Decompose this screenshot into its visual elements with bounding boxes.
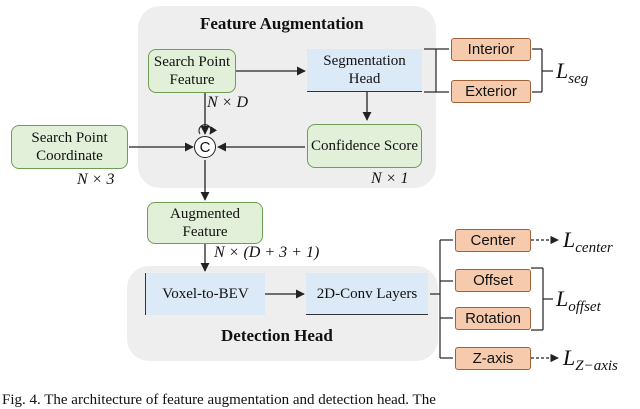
- loss-offset: Loffset: [556, 286, 601, 316]
- loss-z-symbol: L: [563, 345, 576, 370]
- exterior-box: Exterior: [451, 80, 531, 103]
- voxel-to-bev-label: Voxel-to-BEV: [162, 286, 249, 302]
- loss-center-symbol: L: [563, 227, 576, 252]
- coordinate-dim-label: N × 3: [77, 171, 115, 188]
- figure-caption: Fig. 4. The architecture of feature augm…: [2, 392, 436, 408]
- concat-node: C: [194, 136, 216, 158]
- conv-layers-label: 2D-Conv Layers: [316, 285, 418, 302]
- search-point-feature-box: Search Point Feature: [148, 49, 236, 93]
- loss-offset-symbol: L: [556, 286, 569, 311]
- interior-label: Interior: [467, 40, 515, 58]
- loss-offset-sub: offset: [568, 299, 601, 315]
- segmentation-head-label: Segmentation Head: [323, 53, 406, 87]
- loss-center: Lcenter: [563, 227, 613, 257]
- loss-z-axis: LZ−axis: [563, 345, 618, 375]
- feature-dim-label: N × D: [207, 94, 249, 111]
- augmented-feature-box: Augmented Feature: [147, 202, 263, 244]
- offset-label: Offset: [473, 271, 513, 289]
- search-point-feature-label: Search Point Feature: [153, 54, 231, 88]
- rotation-box: Rotation: [455, 307, 531, 330]
- confidence-score-box: Confidence Score: [307, 124, 422, 168]
- center-box: Center: [455, 229, 531, 252]
- voxel-to-bev-box: Voxel-to-BEV: [145, 273, 265, 315]
- score-dim-label: N × 1: [371, 170, 409, 187]
- confidence-score-label: Confidence Score: [310, 138, 419, 154]
- center-label: Center: [470, 231, 516, 249]
- search-point-coordinate-box: Search Point Coordinate: [11, 125, 128, 169]
- augmented-feature-label: Augmented Feature: [170, 206, 240, 240]
- loss-seg-symbol: L: [556, 58, 569, 83]
- exterior-label: Exterior: [465, 82, 517, 100]
- feature-augmentation-title: Feature Augmentation: [200, 14, 364, 33]
- z-axis-box: Z-axis: [455, 347, 531, 370]
- loss-seg-sub: seg: [568, 71, 589, 87]
- search-point-coordinate-label: Search Point Coordinate: [31, 130, 108, 164]
- conv-layers-box: 2D-Conv Layers: [306, 273, 428, 315]
- rotation-label: Rotation: [465, 309, 521, 327]
- z-axis-label: Z-axis: [472, 349, 514, 367]
- loss-seg: Lseg: [556, 58, 588, 88]
- interior-box: Interior: [451, 38, 531, 61]
- loss-z-sub: Z−axis: [575, 358, 618, 374]
- offset-box: Offset: [455, 269, 531, 292]
- augmented-dim-label: N × (D + 3 + 1): [214, 244, 320, 261]
- loss-center-sub: center: [575, 240, 613, 256]
- detection-head-title: Detection Head: [221, 326, 333, 345]
- segmentation-head-box: Segmentation Head: [307, 49, 422, 92]
